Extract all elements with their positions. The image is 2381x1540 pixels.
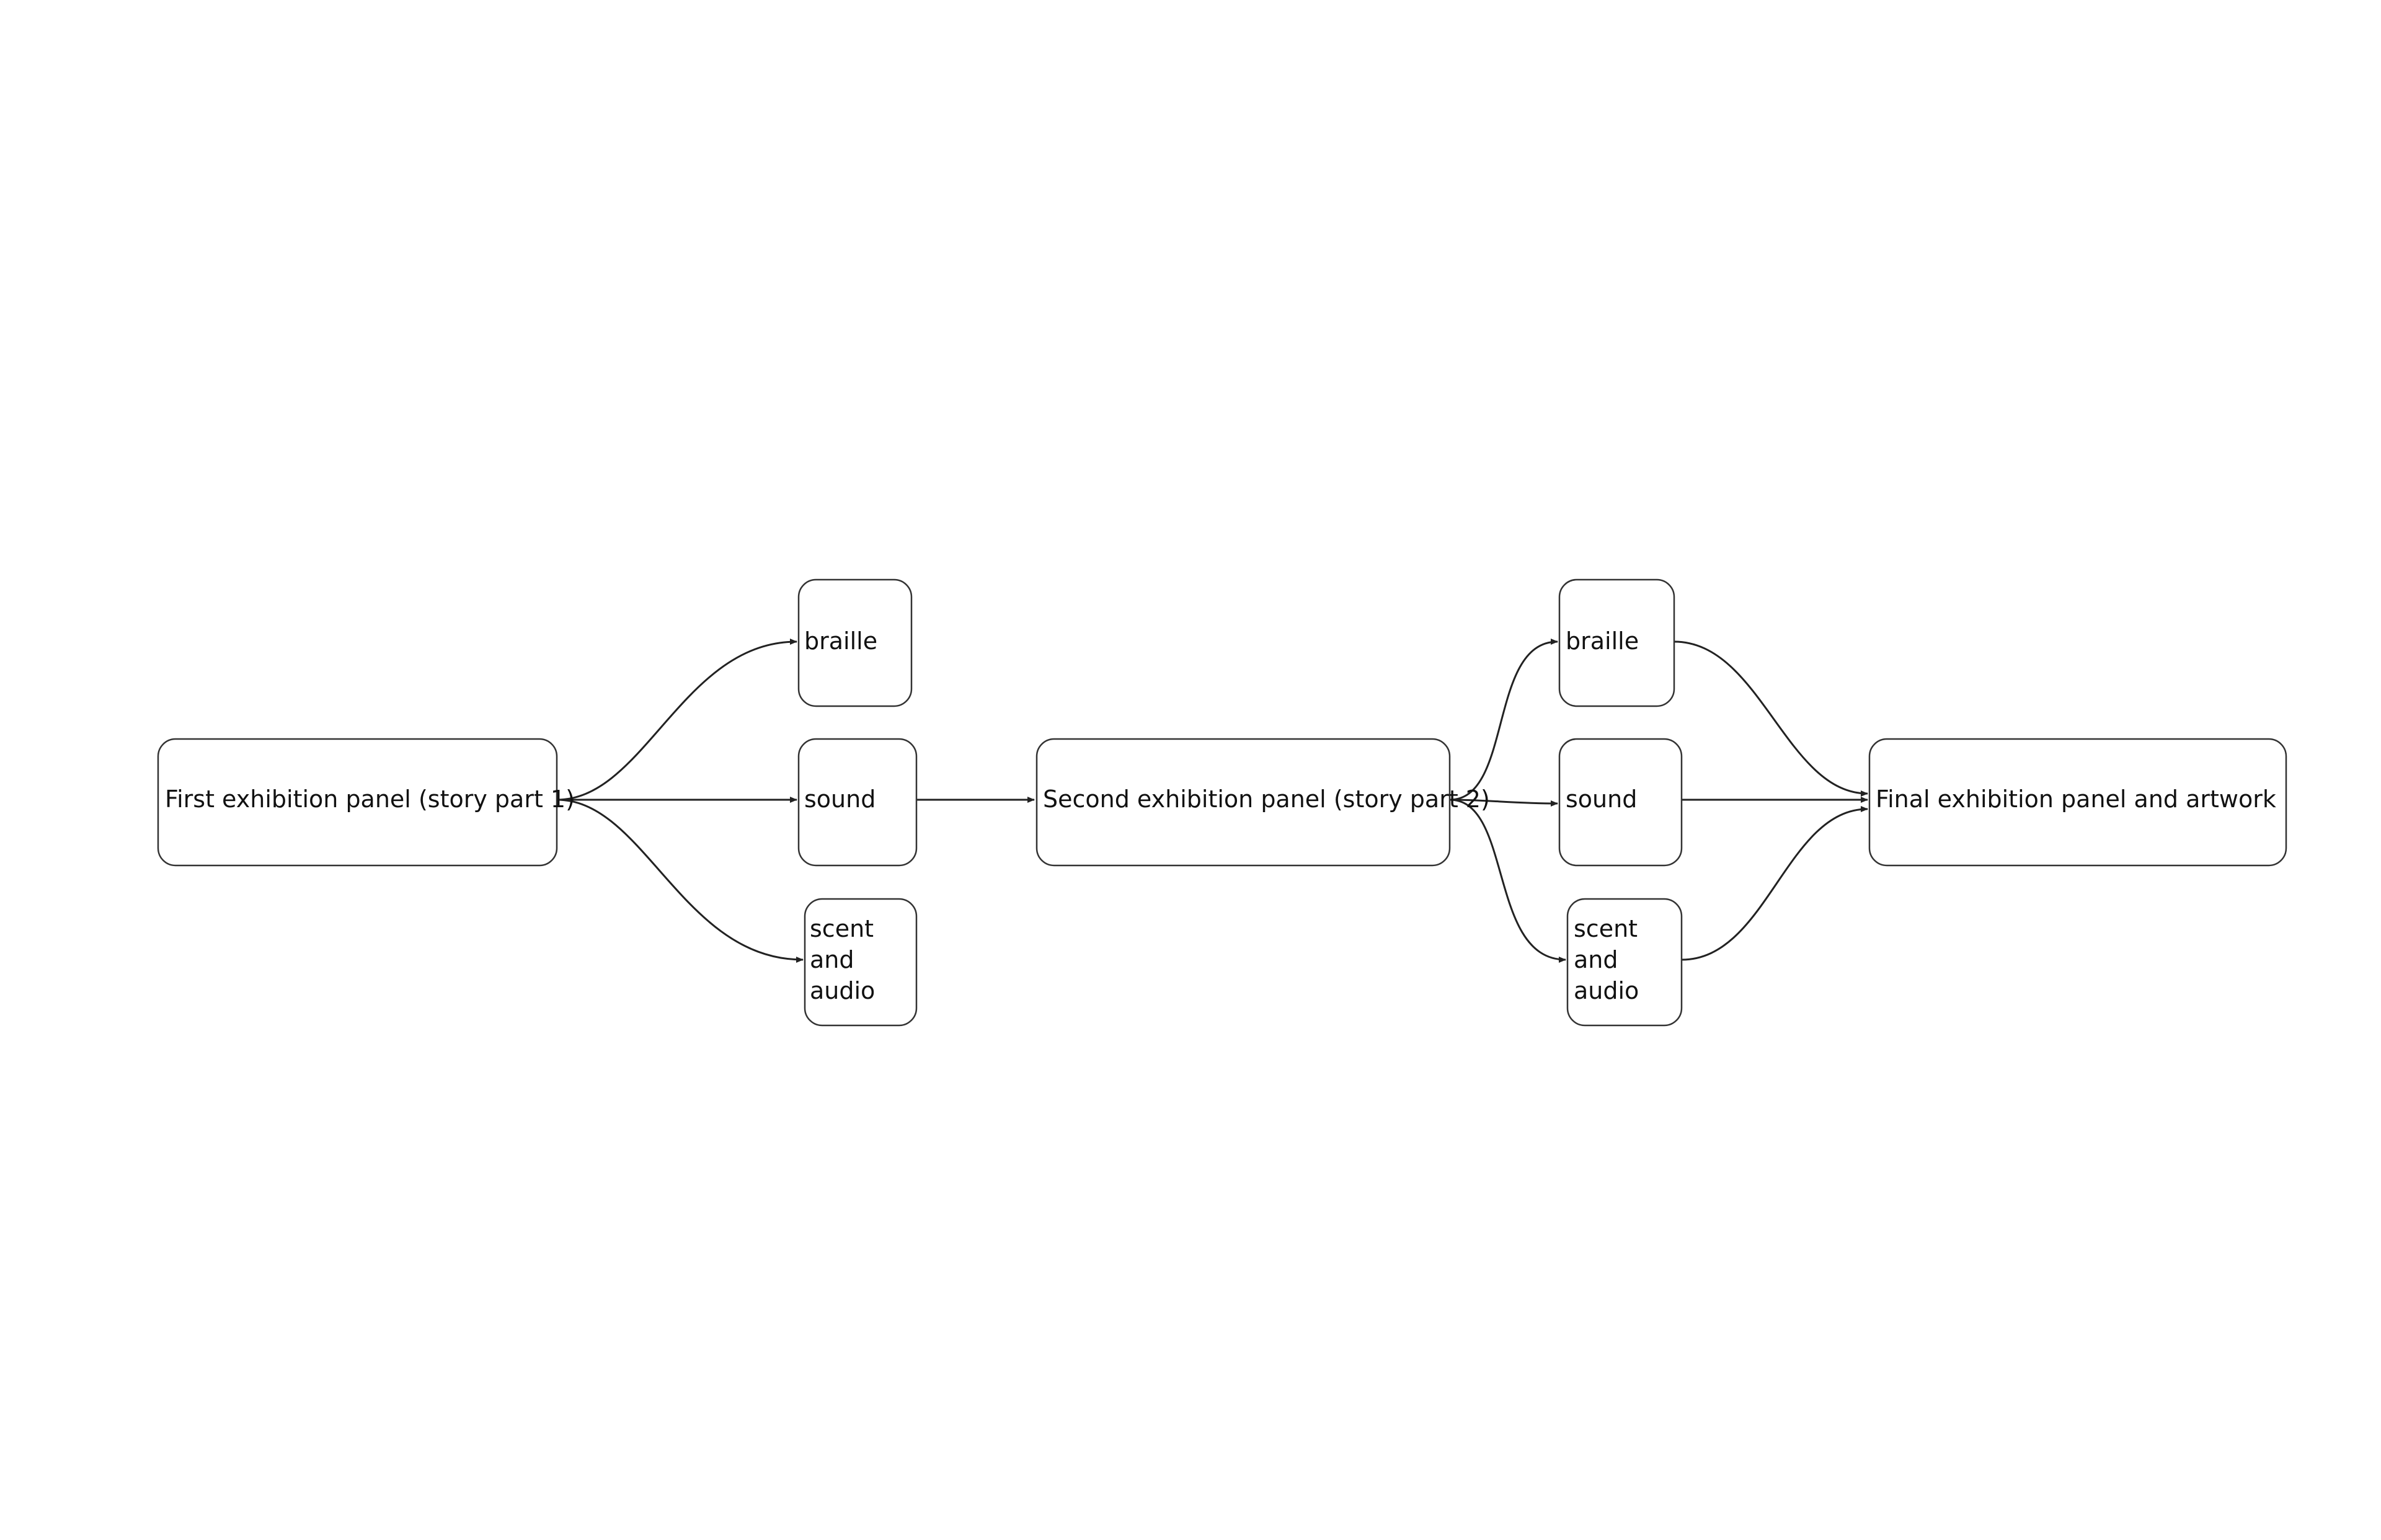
node-first-panel[interactable]: First exhibition panel (story part 1) bbox=[157, 738, 575, 867]
node-final-panel-label: Final exhibition panel and artwork bbox=[1876, 785, 2276, 813]
node-sound-2[interactable]: sound bbox=[1558, 738, 1683, 867]
node-scent-audio-1-line-2: and bbox=[810, 946, 854, 973]
edge-second-to-scent-audio-2 bbox=[1449, 799, 1566, 963]
node-scent-audio-1[interactable]: scent and audio bbox=[804, 898, 918, 1027]
edge-braille-2-to-final bbox=[1674, 640, 1868, 797]
node-final-panel[interactable]: Final exhibition panel and artwork bbox=[1868, 738, 2287, 867]
edge-first-to-braille-1 bbox=[556, 639, 797, 801]
node-second-panel[interactable]: Second exhibition panel (story part 2) bbox=[1035, 738, 1490, 867]
edges bbox=[556, 639, 1868, 963]
node-second-panel-label: Second exhibition panel (story part 2) bbox=[1043, 785, 1490, 813]
node-first-panel-label: First exhibition panel (story part 1) bbox=[165, 785, 575, 813]
node-scent-audio-2-line-2: and bbox=[1574, 946, 1618, 973]
node-scent-audio-2-line-3: audio bbox=[1574, 977, 1639, 1004]
node-scent-audio-1-line-1: scent bbox=[810, 915, 874, 942]
node-scent-audio-2-line-1: scent bbox=[1574, 915, 1638, 942]
node-scent-audio-1-line-3: audio bbox=[810, 977, 875, 1004]
node-braille-2-label: braille bbox=[1566, 627, 1639, 655]
node-sound-1[interactable]: sound bbox=[797, 738, 918, 867]
node-braille-2[interactable]: braille bbox=[1558, 578, 1675, 707]
node-braille-1-label: braille bbox=[804, 627, 877, 655]
node-braille-1[interactable]: braille bbox=[797, 578, 913, 707]
node-sound-1-label: sound bbox=[804, 785, 876, 813]
edge-scent-audio-2-to-final bbox=[1681, 806, 1868, 961]
node-scent-audio-2[interactable]: scent and audio bbox=[1566, 898, 1683, 1027]
node-sound-2-label: sound bbox=[1566, 785, 1637, 813]
edge-second-to-braille-2 bbox=[1449, 639, 1558, 801]
edge-second-to-sound-2 bbox=[1449, 799, 1558, 807]
edge-first-to-scent-audio-1 bbox=[556, 799, 804, 963]
